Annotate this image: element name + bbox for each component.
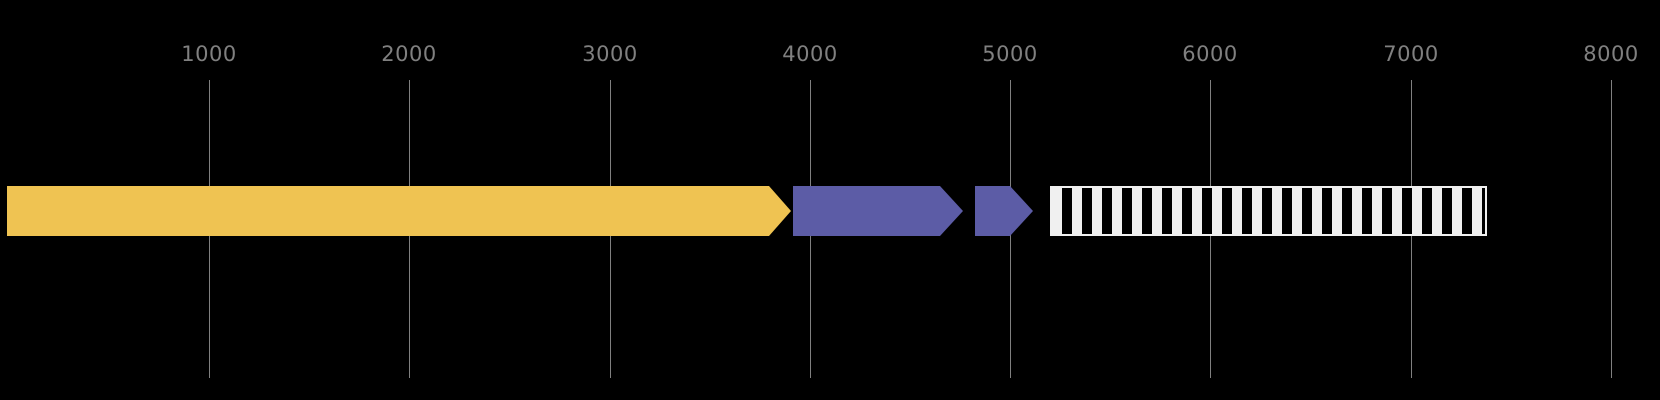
arrow-body [793, 186, 963, 236]
axis-tick-label-5000: 5000 [982, 42, 1038, 66]
genome-feature-arrow[interactable] [7, 186, 791, 236]
axis-tick-label-8000: 8000 [1583, 42, 1639, 66]
arrow-right-icon [975, 186, 1033, 236]
axis-tick-label-1000: 1000 [181, 42, 237, 66]
genome-feature-hatched-box[interactable] [1050, 186, 1487, 236]
arrow-right-icon [793, 186, 963, 236]
axis-tick-label-3000: 3000 [582, 42, 638, 66]
arrow-body [975, 186, 1033, 236]
axis-tick-line-8000 [1611, 80, 1612, 378]
genome-feature-arrow[interactable] [975, 186, 1033, 236]
axis-tick-label-7000: 7000 [1383, 42, 1439, 66]
genome-feature-arrow[interactable] [793, 186, 963, 236]
axis-tick-label-2000: 2000 [381, 42, 437, 66]
arrow-body [7, 186, 791, 236]
axis-tick-label-6000: 6000 [1182, 42, 1238, 66]
axis-tick-label-4000: 4000 [782, 42, 838, 66]
arrow-right-icon [7, 186, 791, 236]
